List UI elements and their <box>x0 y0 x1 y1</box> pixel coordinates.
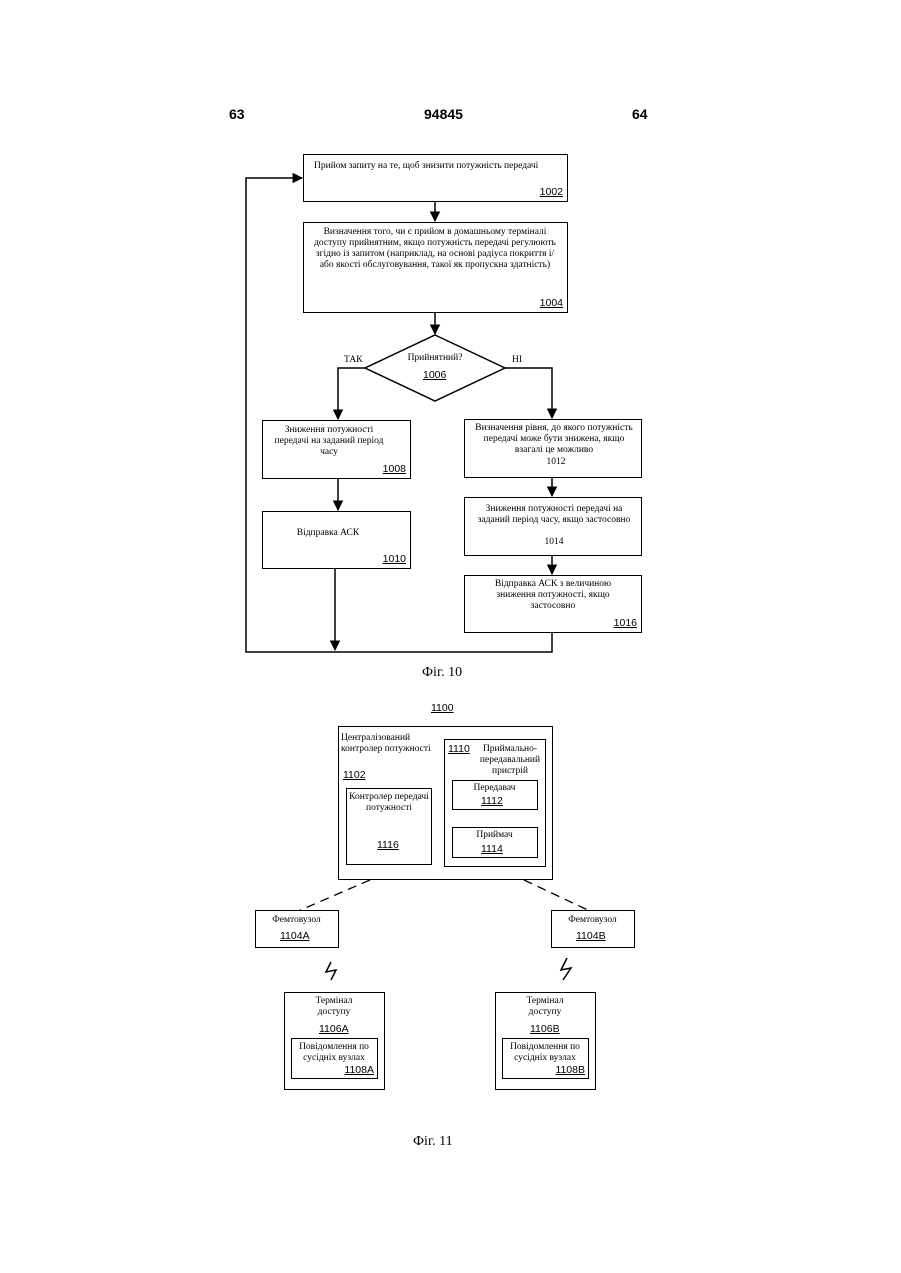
femtonode-a-box: Фемтовузол 1104A <box>255 910 339 948</box>
receiver-text: Приймач <box>453 830 536 841</box>
step-1012-text: Визначення рівня, до якого потужність пе… <box>471 423 637 456</box>
neighbor-message-b-ref: 1108B <box>555 1064 585 1076</box>
receiver-ref: 1114 <box>481 843 503 855</box>
system-ref-1100: 1100 <box>431 702 454 714</box>
decision-yes-label: ТАК <box>344 355 363 366</box>
femtonode-a-text: Фемтовузол <box>256 915 337 926</box>
transceiver-text: Приймально-передавальний пристрій <box>475 744 545 777</box>
step-1014-ref: 1014 <box>539 537 569 548</box>
neighbor-message-b-text: Повідомлення по сусідніх вузлах <box>503 1042 587 1064</box>
femtonode-b-box: Фемтовузол 1104B <box>551 910 635 948</box>
fig10-caption: Фіг. 10 <box>422 665 462 681</box>
step-1012-ref: 1012 <box>541 457 571 468</box>
tx-power-controller-text: Контролер передачі потужності <box>349 792 429 814</box>
transmitter-text: Передавач <box>453 783 536 794</box>
step-1004-box: Визначення того, чи є прийом в домашньом… <box>303 222 568 313</box>
step-1014-text: Зниження потужності передачі на заданий … <box>471 504 637 526</box>
femtonode-a-ref: 1104A <box>280 930 310 942</box>
transceiver-box: 1110 Приймально-передавальний пристрій П… <box>444 739 546 867</box>
step-1004-text: Визначення того, чи є прийом в домашньом… <box>310 227 560 271</box>
transceiver-ref: 1110 <box>448 743 470 755</box>
step-1008-ref: 1008 <box>383 463 406 475</box>
neighbor-message-a-box: Повідомлення по сусідніх вузлах 1108A <box>291 1038 378 1079</box>
step-1010-box: Відправка АСК 1010 <box>262 511 411 569</box>
decision-1006-ref: 1006 <box>423 369 446 381</box>
centralized-controller-ref: 1102 <box>343 769 366 781</box>
access-terminal-a-text: Термінал доступу <box>303 996 365 1018</box>
step-1010-text: Відправка АСК <box>293 528 363 539</box>
step-1010-ref: 1010 <box>383 553 406 565</box>
access-terminal-b-ref: 1106B <box>530 1023 560 1035</box>
step-1008-text: Зниження потужності передачі на заданий … <box>269 425 389 458</box>
access-terminal-a-ref: 1106A <box>319 1023 349 1035</box>
receiver-box: Приймач 1114 <box>452 827 538 858</box>
femtonode-b-text: Фемтовузол <box>552 915 633 926</box>
step-1016-ref: 1016 <box>614 617 637 629</box>
neighbor-message-b-box: Повідомлення по сусідніх вузлах 1108B <box>502 1038 589 1079</box>
step-1002-ref: 1002 <box>540 186 563 198</box>
neighbor-message-a-text: Повідомлення по сусідніх вузлах <box>292 1042 376 1064</box>
decision-no-label: НІ <box>512 355 522 366</box>
decision-1006-text: Прийнятний? <box>385 353 485 364</box>
tx-power-controller-box: Контролер передачі потужності 1116 <box>346 788 432 865</box>
access-terminal-b-text: Термінал доступу <box>514 996 576 1018</box>
access-terminal-a-box: Термінал доступу 1106A Повідомлення по с… <box>284 992 385 1090</box>
step-1002-text: Прийом запиту на те, щоб знизити потужні… <box>314 161 554 172</box>
transmitter-box: Передавач 1112 <box>452 780 538 810</box>
step-1014-box: Зниження потужності передачі на заданий … <box>464 497 642 556</box>
centralized-controller-text: Централізований контролер потужності <box>341 733 441 755</box>
step-1012-box: Визначення рівня, до якого потужність пе… <box>464 419 642 478</box>
centralized-controller-box: Централізований контролер потужності 110… <box>338 726 553 880</box>
femtonode-b-ref: 1104B <box>576 930 606 942</box>
access-terminal-b-box: Термінал доступу 1106B Повідомлення по с… <box>495 992 596 1090</box>
neighbor-message-a-ref: 1108A <box>344 1064 374 1076</box>
step-1004-ref: 1004 <box>540 297 563 309</box>
step-1008-box: Зниження потужності передачі на заданий … <box>262 420 411 479</box>
fig11-caption: Фіг. 11 <box>413 1134 453 1150</box>
step-1016-box: Відправка АСК з величиною зниження потуж… <box>464 575 642 633</box>
step-1016-text: Відправка АСК з величиною зниження потуж… <box>479 579 627 612</box>
transmitter-ref: 1112 <box>481 795 503 807</box>
tx-power-controller-ref: 1116 <box>377 839 399 851</box>
step-1002-box: Прийом запиту на те, щоб знизити потужні… <box>303 154 568 202</box>
